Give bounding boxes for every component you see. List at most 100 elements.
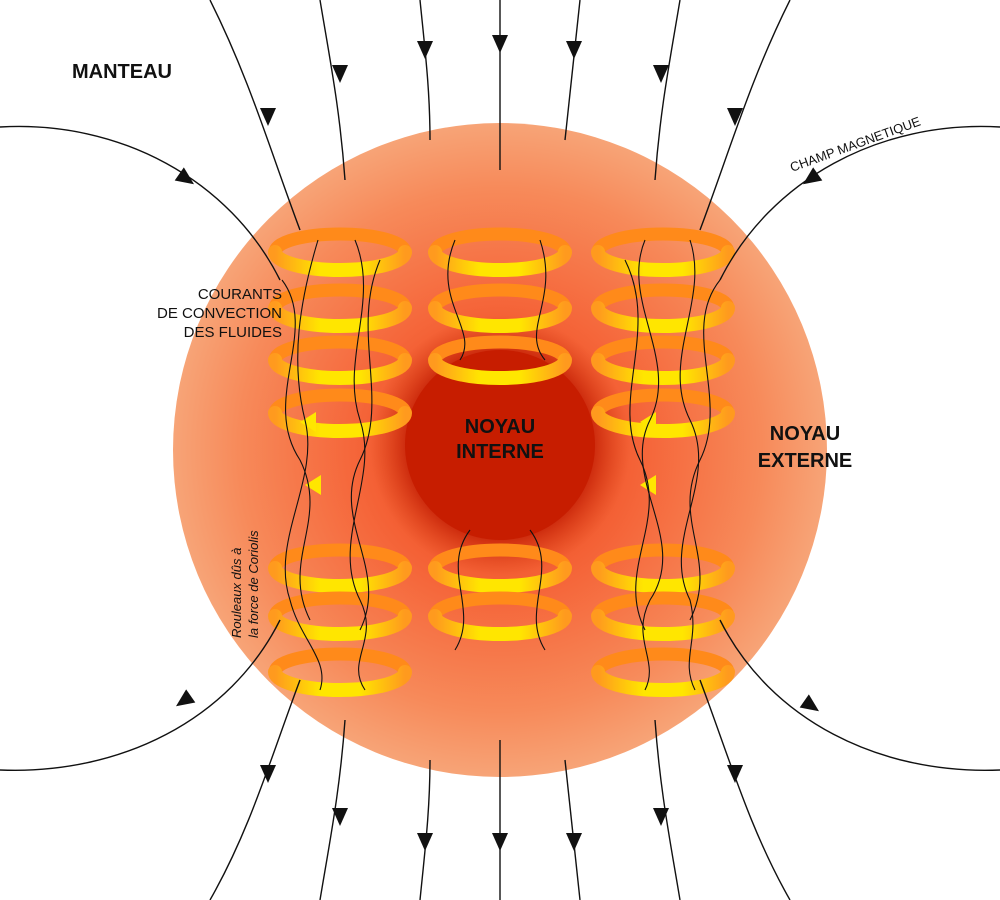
helix-ribbon-0-bottom-2-back — [268, 647, 412, 679]
courants-label-3: DES FLUIDES — [184, 324, 282, 341]
field-arrow-14 — [174, 167, 195, 185]
helix-ribbon-1-top-2-front — [428, 353, 572, 385]
helix-ribbon-1-bottom-0-back — [428, 543, 572, 575]
helix-ribbon-0-bottom-2-front — [268, 665, 412, 697]
core-wavy-line-4 — [447, 239, 466, 361]
field-arrow-4 — [566, 41, 582, 59]
field-line-2 — [419, 0, 431, 141]
field-line-17 — [719, 619, 1000, 771]
helix-ribbon-0-bottom-0-front — [268, 561, 412, 593]
core-wavy-line-8 — [638, 239, 664, 691]
helix-ribbon-2-top-1-back — [591, 283, 735, 315]
helix-ribbon-0-top-3-front — [268, 406, 412, 438]
helix-ribbon-1-top-0-front — [428, 245, 572, 277]
helix-ribbon-2-bottom-1-back — [591, 591, 735, 623]
field-arrow-3 — [492, 35, 508, 53]
noyau-interne-label-2: INTERNE — [456, 441, 544, 463]
helix-ribbon-0-bottom-0-back — [268, 543, 412, 575]
helix-ribbon-2-bottom-2-front — [591, 665, 735, 697]
field-line-11 — [564, 759, 581, 900]
helix-ribbon-0-bottom-1-front — [268, 609, 412, 641]
helix-ribbon-0-top-3-back — [268, 388, 412, 420]
core-field-lines — [281, 239, 721, 691]
field-line-4 — [564, 0, 581, 141]
courants-label-1: COURANTS — [198, 286, 282, 303]
helix-ribbon-2-top-1-front — [591, 301, 735, 333]
core-wavy-line-9 — [679, 239, 700, 691]
helix-ribbon-2-top-2-front — [591, 353, 735, 385]
field-arrow-5 — [653, 65, 669, 83]
field-arrow-7 — [260, 765, 276, 783]
field-arrow-10 — [492, 833, 508, 851]
courants-label-2: DE CONVECTION — [157, 305, 282, 322]
field-arrow-12 — [653, 808, 669, 826]
helix-ribbon-2-top-0-back — [591, 227, 735, 259]
field-line-0 — [209, 0, 301, 231]
helix-ribbon-1-top-0-back — [428, 227, 572, 259]
core-wavy-line-0 — [284, 239, 323, 691]
helix-ribbon-0-top-1-back — [268, 283, 412, 315]
field-arrow-1 — [332, 65, 348, 83]
rouleaux-label-2: la force de Coriolis — [246, 530, 261, 638]
helix-ribbon-0-top-1-front — [268, 301, 412, 333]
helix-ribbon-2-bottom-2-back — [591, 647, 735, 679]
core-wavy-line-6 — [454, 529, 471, 651]
helix-ribbon-2-top-0-front — [591, 245, 735, 277]
helix-ribbon-1-bottom-1-front — [428, 609, 572, 641]
field-line-1 — [319, 0, 346, 181]
field-arrow-13 — [727, 765, 743, 783]
field-line-7 — [209, 679, 301, 900]
field-line-16 — [719, 125, 1000, 281]
manteau-label: MANTEAU — [72, 61, 172, 83]
field-line-5 — [654, 0, 681, 181]
noyau-externe-label-1: NOYAU — [770, 423, 840, 445]
helix-ribbon-1-top-1-front — [428, 301, 572, 333]
field-arrow-0 — [260, 108, 276, 126]
convection-arrow-0 — [300, 412, 316, 432]
helix-ribbon-2-top-2-back — [591, 335, 735, 367]
field-line-13 — [699, 679, 791, 900]
helix-ribbon-0-top-0-front — [268, 245, 412, 277]
field-line-14 — [0, 125, 281, 281]
field-arrow-11 — [566, 833, 582, 851]
helix-ribbon-2-top-3-front — [591, 406, 735, 438]
helix-ribbon-2-bottom-0-front — [591, 561, 735, 593]
helix-ribbon-2-bottom-0-back — [591, 543, 735, 575]
field-arrow-16 — [802, 167, 823, 185]
helix-ribbon-0-top-2-front — [268, 353, 412, 385]
core-wavy-line-1 — [349, 239, 367, 691]
rouleaux-label-1: Rouleaux dûs à — [229, 548, 244, 638]
field-line-6 — [699, 0, 791, 231]
noyau-externe-label-2: EXTERNE — [758, 450, 852, 472]
helix-ribbon-0-top-0-back — [268, 227, 412, 259]
core-wavy-line-7 — [529, 529, 546, 651]
field-arrow-15 — [175, 689, 196, 707]
helix-ribbon-1-top-1-back — [428, 283, 572, 315]
helix-ribbon-1-bottom-0-front — [428, 561, 572, 593]
field-line-8 — [319, 719, 346, 900]
field-arrow-6 — [727, 108, 743, 126]
champ-magnetique-label: CHAMP MAGNETIQUE — [788, 114, 923, 175]
helix-ribbon-1-top-2-back — [428, 335, 572, 367]
helix-ribbon-2-top-3-back — [591, 388, 735, 420]
field-arrow-2 — [417, 41, 433, 59]
convection-rolls — [268, 227, 735, 697]
core-wavy-line-11 — [624, 259, 650, 631]
helix-ribbon-1-bottom-1-back — [428, 591, 572, 623]
field-line-15 — [0, 619, 281, 771]
core-wavy-line-2 — [281, 279, 311, 621]
field-arrow-9 — [417, 833, 433, 851]
helix-ribbon-0-top-2-back — [268, 335, 412, 367]
helix-ribbon-0-bottom-1-back — [268, 591, 412, 623]
noyau-interne-label-1: NOYAU — [465, 416, 535, 438]
field-arrow-8 — [332, 808, 348, 826]
core-wavy-line-10 — [689, 279, 721, 621]
core-wavy-line-3 — [350, 259, 381, 631]
core-wavy-line-5 — [535, 239, 547, 361]
field-line-9 — [419, 759, 431, 900]
field-arrow-17 — [799, 694, 820, 712]
convection-arrow-1 — [305, 475, 321, 495]
inner-core — [405, 350, 595, 540]
